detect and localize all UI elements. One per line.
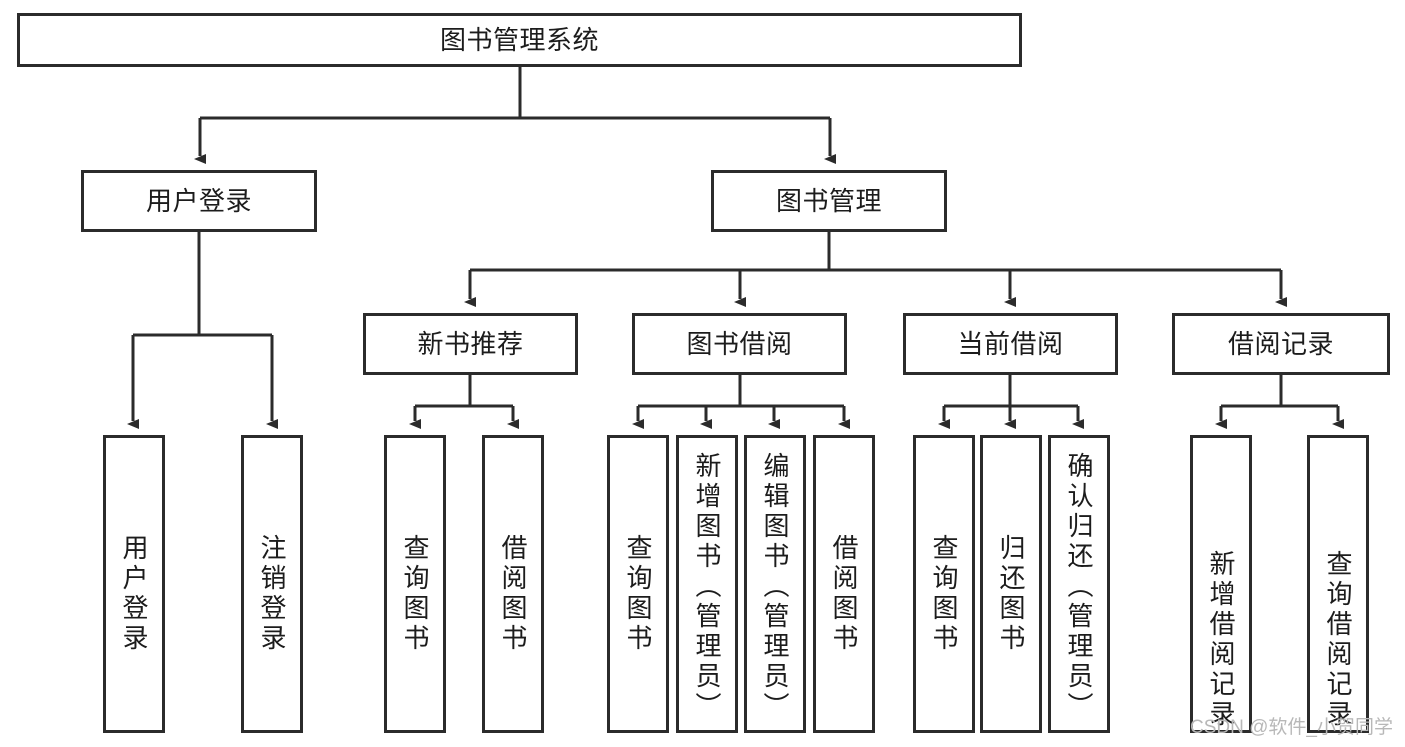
leaf-borrow-book-label: 借阅图书 [829, 534, 860, 654]
node-book-management[interactable]: 图书管理 [711, 170, 947, 232]
node-new-book-recommend[interactable]: 新书推荐 [363, 313, 578, 375]
node-user-login[interactable]: 用户登录 [81, 170, 317, 232]
leaf-logout[interactable]: 注销登录 [241, 435, 303, 733]
leaf-query-book-current-label: 查询图书 [929, 534, 960, 654]
node-new-book-recommend-label: 新书推荐 [417, 328, 524, 359]
csdn-watermark: CSDN @软件_小贺同学 [1190, 717, 1393, 738]
leaf-add-borrow-record-label: 新增借阅记录 [1206, 550, 1237, 730]
leaf-query-book-recommend-label: 查询图书 [400, 534, 431, 654]
leaf-return-book-label: 归还图书 [996, 534, 1027, 654]
node-current-borrow[interactable]: 当前借阅 [903, 313, 1118, 375]
leaf-borrow-book-recommend-label: 借阅图书 [498, 534, 529, 654]
leaf-query-book-current[interactable]: 查询图书 [913, 435, 975, 733]
leaf-return-book[interactable]: 归还图书 [980, 435, 1042, 733]
leaf-borrow-book[interactable]: 借阅图书 [813, 435, 875, 733]
leaf-borrow-book-recommend[interactable]: 借阅图书 [482, 435, 544, 733]
node-current-borrow-label: 当前借阅 [957, 328, 1064, 359]
leaf-confirm-return-admin-label: 确认归还（管理员） [1064, 452, 1095, 722]
leaf-logout-label: 注销登录 [257, 534, 288, 654]
node-borrow-records-label: 借阅记录 [1227, 328, 1334, 359]
node-user-login-label: 用户登录 [145, 185, 252, 216]
node-book-management-label: 图书管理 [775, 185, 882, 216]
leaf-add-book-admin[interactable]: 新增图书（管理员） [676, 435, 738, 733]
leaf-add-book-admin-label: 新增图书（管理员） [692, 452, 723, 722]
leaf-edit-book-admin[interactable]: 编辑图书（管理员） [744, 435, 806, 733]
node-book-borrow-label: 图书借阅 [686, 328, 793, 359]
leaf-user-login-label: 用户登录 [119, 534, 150, 654]
leaf-add-borrow-record[interactable]: 新增借阅记录 [1190, 435, 1252, 733]
leaf-query-borrow-record[interactable]: 查询借阅记录 [1307, 435, 1369, 733]
leaf-confirm-return-admin[interactable]: 确认归还（管理员） [1048, 435, 1110, 733]
leaf-query-book-recommend[interactable]: 查询图书 [384, 435, 446, 733]
leaf-query-book-borrow[interactable]: 查询图书 [607, 435, 669, 733]
node-borrow-records[interactable]: 借阅记录 [1172, 313, 1390, 375]
leaf-user-login[interactable]: 用户登录 [103, 435, 165, 733]
node-root[interactable]: 图书管理系统 [17, 13, 1022, 67]
node-root-label: 图书管理系统 [439, 24, 599, 55]
node-book-borrow[interactable]: 图书借阅 [632, 313, 847, 375]
leaf-edit-book-admin-label: 编辑图书（管理员） [760, 452, 791, 722]
leaf-query-borrow-record-label: 查询借阅记录 [1323, 550, 1354, 730]
leaf-query-book-borrow-label: 查询图书 [623, 534, 654, 654]
